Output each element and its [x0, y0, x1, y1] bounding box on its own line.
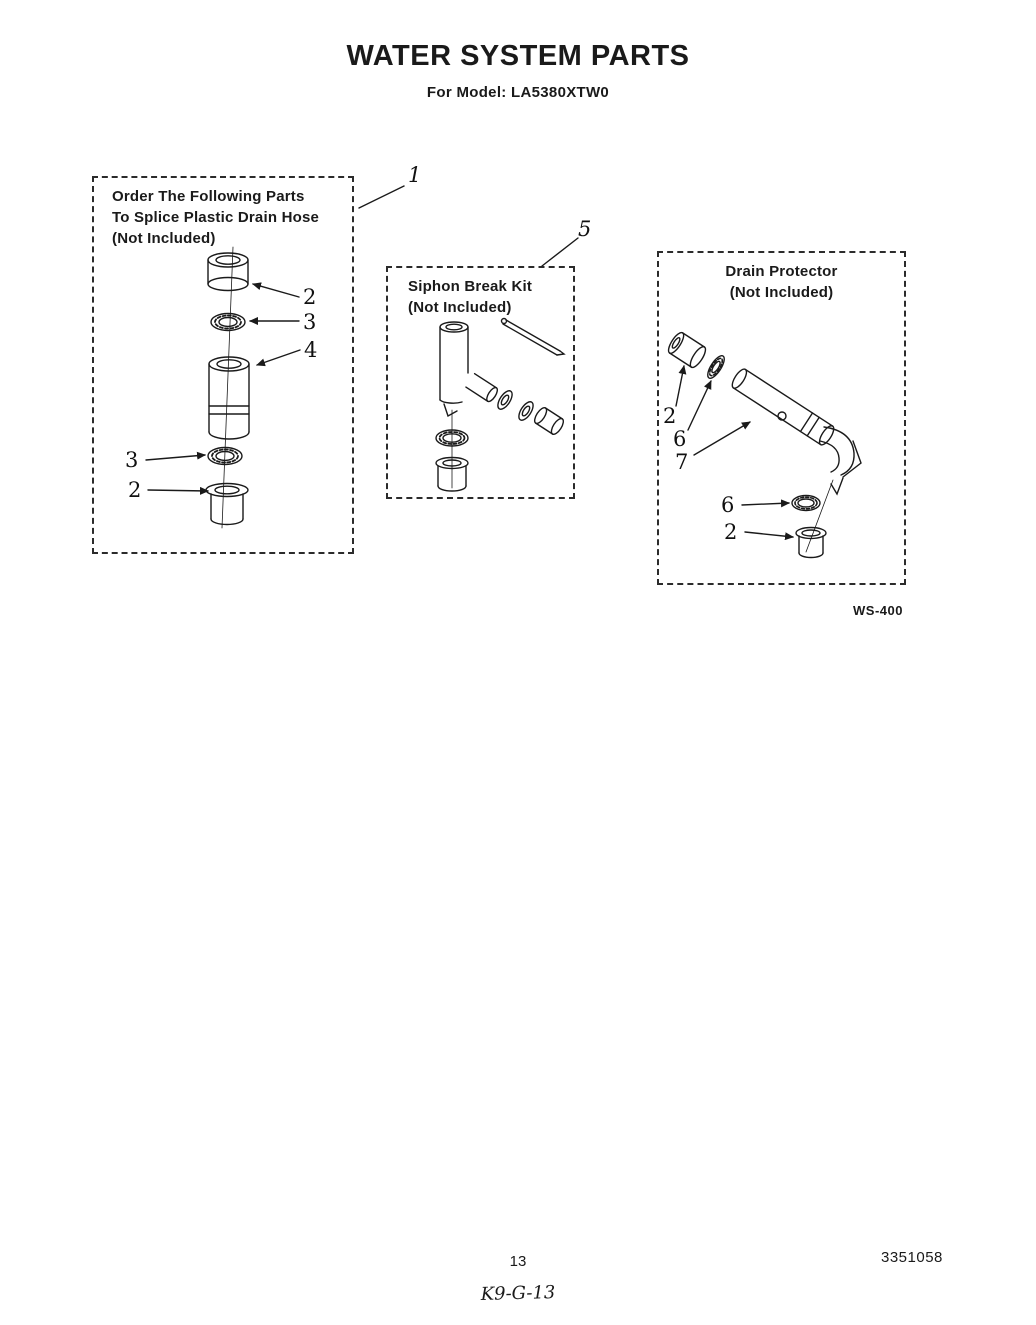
callout-6-drain-clamp: 6 [673, 427, 687, 451]
splice-box-label-line2: To Splice Plastic Drain Hose [112, 209, 320, 226]
document-number: 3351058 [881, 1249, 943, 1266]
drain-box-label: Drain Protector (Not Included) [659, 261, 904, 303]
callout-7-drain-tube: 7 [675, 450, 689, 474]
callout-4-splice-tube: 4 [304, 338, 318, 362]
callout-3-clamp-top: 3 [303, 310, 317, 334]
drain-box-label-line1: Drain Protector [725, 263, 838, 280]
siphon-break-kit-group-box: Siphon Break Kit (Not Included) [386, 266, 575, 499]
siphon-box-label-line2: (Not Included) [408, 299, 512, 316]
siphon-box-label: Siphon Break Kit (Not Included) [408, 276, 532, 318]
splice-box-label-line3: (Not Included) [112, 230, 216, 247]
callout-2-coupler-top: 2 [303, 285, 317, 309]
splice-box-label-line1: Order The Following Parts [112, 188, 305, 205]
splice-parts-group-box: Order The Following Parts To Splice Plas… [92, 176, 354, 554]
handwritten-note: K9-G-13 [480, 1282, 556, 1305]
page-title: WATER SYSTEM PARTS [346, 40, 690, 72]
callout-2-coupler-bottom: 2 [128, 478, 142, 502]
splice-box-label: Order The Following Parts To Splice Plas… [112, 186, 319, 249]
callout-2-drain-coupler: 2 [663, 404, 677, 428]
drain-box-label-line2: (Not Included) [729, 284, 834, 301]
diagram-code: WS-400 [853, 603, 903, 618]
page-number: 13 [509, 1253, 527, 1270]
callout-6-drain-clamp-bottom: 6 [721, 493, 735, 517]
callout-3-clamp-bottom: 3 [125, 448, 139, 472]
drain-protector-group-box: Drain Protector (Not Included) [657, 251, 906, 585]
siphon-box-label-line1: Siphon Break Kit [408, 278, 533, 295]
callout-5-siphon-box: 5 [578, 217, 592, 241]
callout-1-splice-box: 1 [408, 163, 422, 187]
model-subtitle: For Model: LA5380XTW0 [426, 84, 610, 101]
callout-2-drain-coupler-bottom: 2 [724, 520, 738, 544]
